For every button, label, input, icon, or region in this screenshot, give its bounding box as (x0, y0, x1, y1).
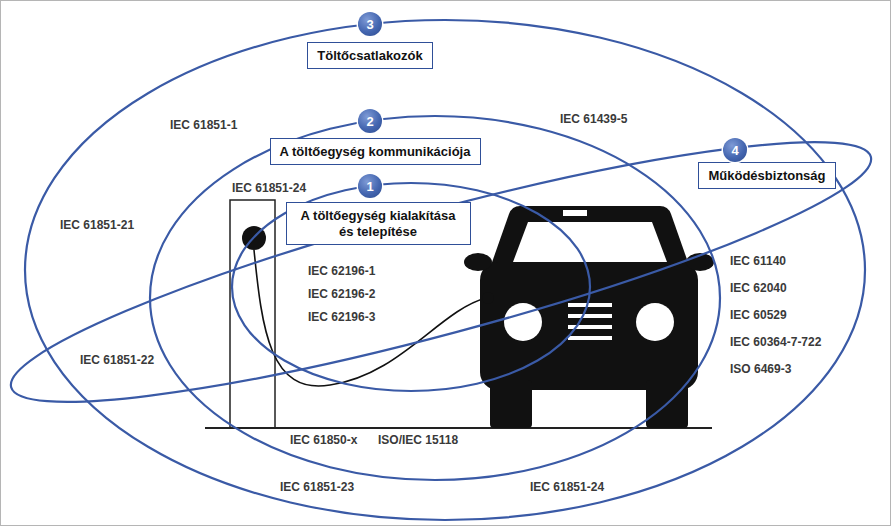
car-headlight (636, 303, 674, 341)
standard-label: IEC 61851-23 (280, 480, 354, 494)
callout-number: 2 (366, 115, 373, 128)
standard-label: ISO 6469-3 (730, 362, 791, 376)
standard-label: IEC 62196-3 (308, 310, 375, 324)
standard-label: IEC 60364-7-722 (730, 335, 821, 349)
standard-label: IEC 62040 (730, 281, 787, 295)
region-ellipse: 1 A töltőegység kialakítása és telepítése (228, 179, 594, 395)
region-title: Működésbiztonság (708, 168, 827, 184)
region-title-box: Működésbiztonság (698, 162, 836, 189)
region-title-box: Töltőcsatlakozók (307, 42, 433, 69)
standard-label: IEC 61851-24 (232, 181, 306, 195)
callout-badge: 1 (358, 174, 382, 198)
car-mirror (464, 253, 492, 271)
standard-label: IEC 61140 (730, 254, 786, 268)
ellipse-outline (21, 16, 869, 524)
standard-label: ISO/IEC 15118 (378, 433, 458, 447)
callout-number: 3 (366, 18, 373, 31)
ellipse-line (0, 97, 887, 447)
region-title-box: A töltőegység kommunikációja (270, 138, 481, 165)
car-roof-light (563, 210, 587, 216)
callout-badge: 4 (723, 138, 747, 162)
standard-label: IEC 61439-5 (560, 112, 627, 126)
standard-label: IEC 61851-24 (530, 480, 604, 494)
ellipse-outline (146, 112, 724, 484)
ellipse-line (25, 20, 865, 520)
car-grille (568, 303, 612, 307)
car-wheel (490, 380, 532, 428)
standard-label: IEC 61851-1 (170, 118, 237, 132)
car-grille (568, 314, 612, 318)
callout-number: 4 (731, 144, 738, 157)
ellipse-line (232, 183, 590, 391)
standard-label: IEC 61851-22 (80, 353, 154, 367)
car-grille (568, 336, 612, 340)
region-title: A töltőegység kommunikációja (279, 144, 471, 160)
standard-label: IEC 61850-x (290, 433, 357, 447)
charging-post (230, 200, 275, 428)
car-windshield (513, 222, 667, 262)
standard-label: IEC 62196-2 (308, 287, 375, 301)
region-ellipse: 1 A töltőegység kialakítása és telepítése… (21, 16, 869, 524)
car-plug (482, 292, 494, 304)
region-title: A töltőegység kialakítása és telepítése (296, 208, 461, 240)
standard-label: IEC 60529 (730, 308, 787, 322)
callout-badge: 3 (358, 12, 382, 36)
region-title-box: A töltőegység kialakítása és telepítése (286, 202, 471, 245)
callout-number: 1 (366, 180, 373, 193)
region-ellipse: 1 A töltőegység kialakítása és telepítése… (146, 112, 724, 484)
ellipse-line (150, 116, 720, 480)
callout-badge: 2 (358, 109, 382, 133)
standard-label: IEC 62196-1 (308, 264, 375, 278)
region-title: Töltőcsatlakozók (317, 48, 424, 64)
car-cabin (490, 206, 690, 268)
standard-label: IEC 61851-21 (60, 218, 134, 232)
charging-cable (254, 250, 486, 386)
